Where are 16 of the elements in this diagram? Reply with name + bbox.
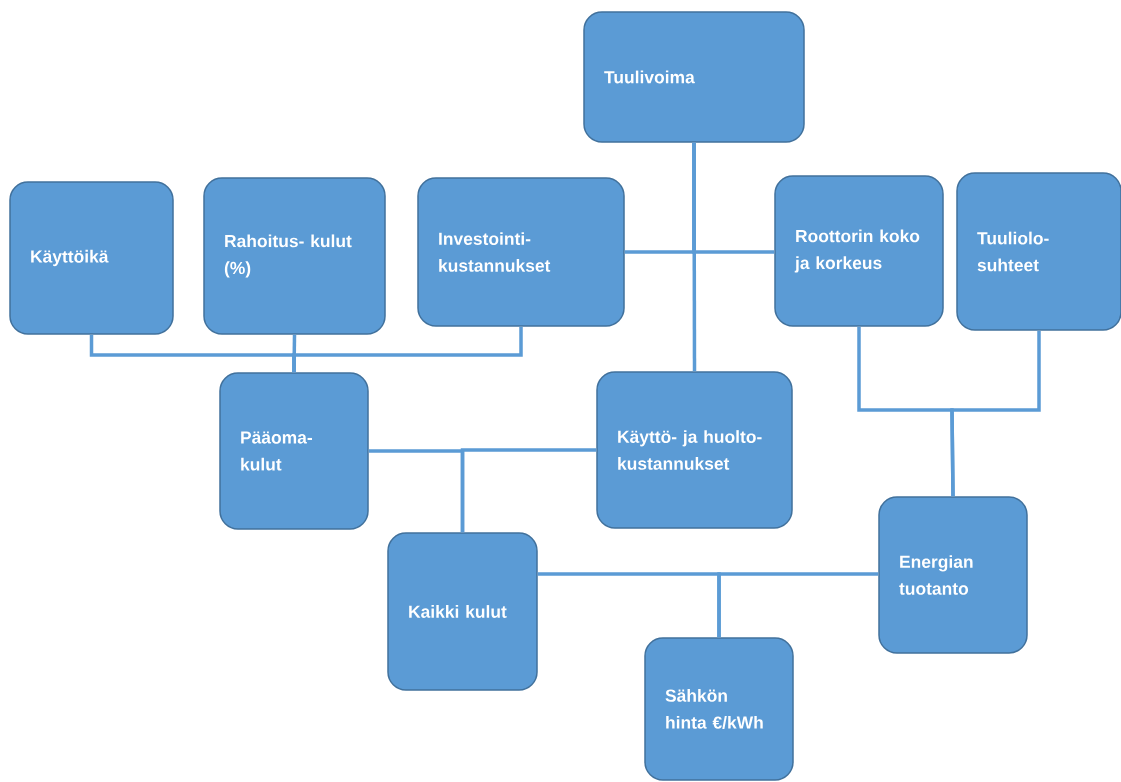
process-box: Käyttöikä xyxy=(9,181,174,335)
process-box: Tuulivoima xyxy=(583,11,805,143)
process-box: Roottorin koko ja korkeus xyxy=(774,175,944,327)
connector-line xyxy=(950,330,1041,497)
process-box: Sähkön hinta €/kWh xyxy=(644,637,794,781)
process-box: Energian tuotanto xyxy=(878,496,1028,654)
connector-line xyxy=(292,326,523,373)
process-box: Kaikki kulut xyxy=(387,532,538,691)
connector-line xyxy=(717,572,879,638)
connector-line xyxy=(692,142,697,372)
process-box: Tuuliolo- suhteet xyxy=(956,172,1121,331)
process-box: Rahoitus- kulut (%) xyxy=(203,177,386,335)
process-box: Pääoma- kulut xyxy=(219,372,369,530)
process-box: Investointi- kustannukset xyxy=(417,177,625,327)
process-box: Käyttö- ja huolto- kustannukset xyxy=(596,371,793,529)
connector-line xyxy=(460,448,597,533)
